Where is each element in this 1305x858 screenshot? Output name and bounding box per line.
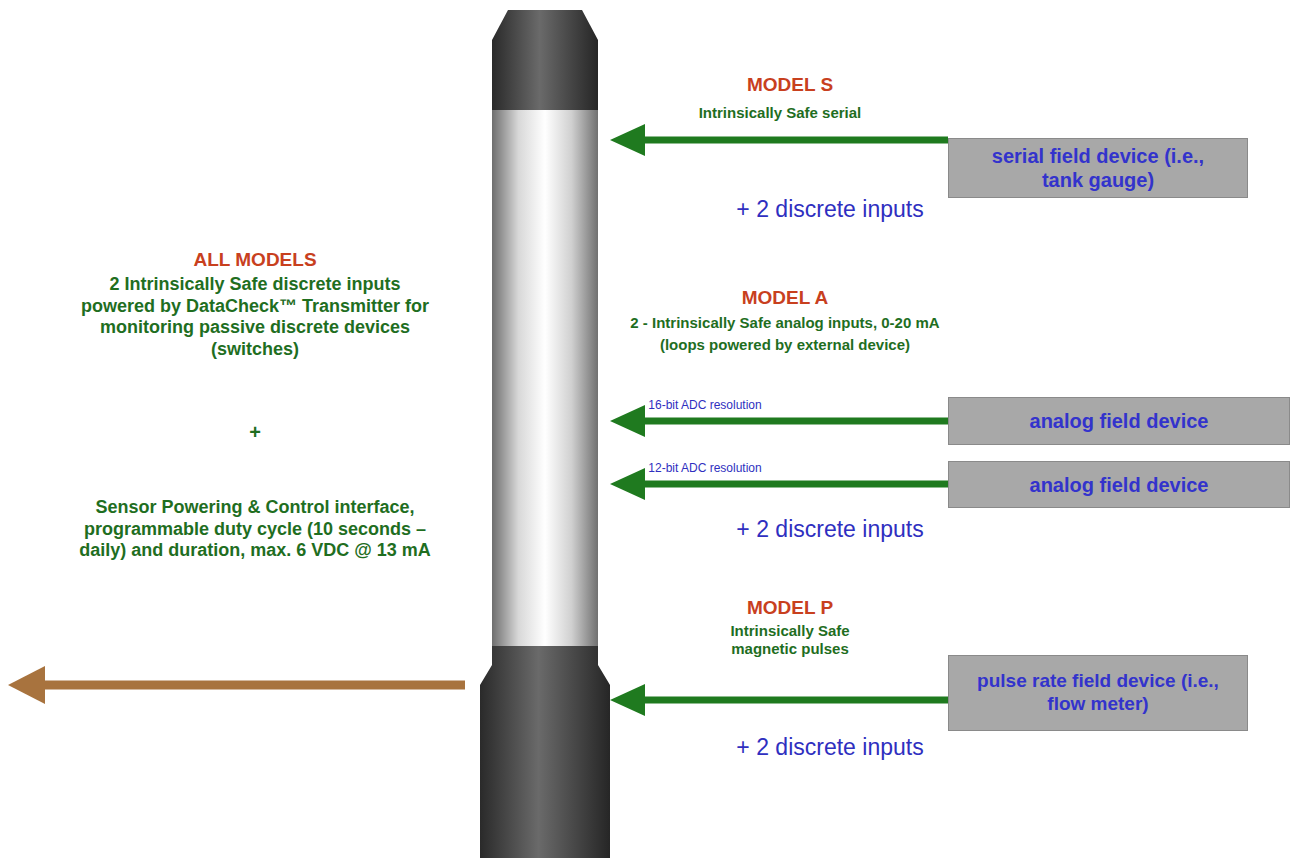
field-device-box: pulse rate field device (i.e., flow mete…: [948, 655, 1248, 731]
resolution-label: 16-bit ADC resolution: [640, 398, 770, 412]
field-device-box: serial field device (i.e., tank gauge): [948, 138, 1248, 198]
model-title: MODEL S: [690, 74, 890, 97]
device-label: serial field device (i.e., tank gauge): [973, 144, 1223, 192]
model-title: MODEL A: [685, 287, 885, 310]
device-label: analog field device: [1030, 409, 1209, 433]
transmitter-body: [480, 10, 610, 858]
feature-text: Sensor Powering & Control interface, pro…: [60, 497, 450, 562]
interface-label: (loops powered by external device): [615, 336, 955, 354]
resolution-label: 12-bit ADC resolution: [640, 461, 770, 475]
device-label: analog field device: [1030, 473, 1209, 497]
power-arrow: [8, 666, 465, 704]
model-title: ALL MODELS: [135, 249, 375, 272]
model-title: MODEL P: [690, 597, 890, 620]
plus-sign: +: [235, 420, 275, 444]
interface-label: 2 - Intrinsically Safe analog inputs, 0-…: [615, 314, 955, 332]
interface-label: Intrinsically Safe serial: [660, 104, 900, 122]
discrete-note: + 2 discrete inputs: [700, 196, 960, 224]
field-device-box: analog field device: [948, 397, 1290, 445]
device-label: pulse rate field device (i.e., flow mete…: [958, 670, 1238, 716]
field-device-box: analog field device: [948, 461, 1290, 508]
discrete-note: + 2 discrete inputs: [700, 734, 960, 762]
interface-label: Intrinsically Safe magnetic pulses: [700, 622, 880, 658]
discrete-note: + 2 discrete inputs: [700, 516, 960, 544]
feature-text: 2 Intrinsically Safe discrete inputs pow…: [70, 274, 440, 360]
